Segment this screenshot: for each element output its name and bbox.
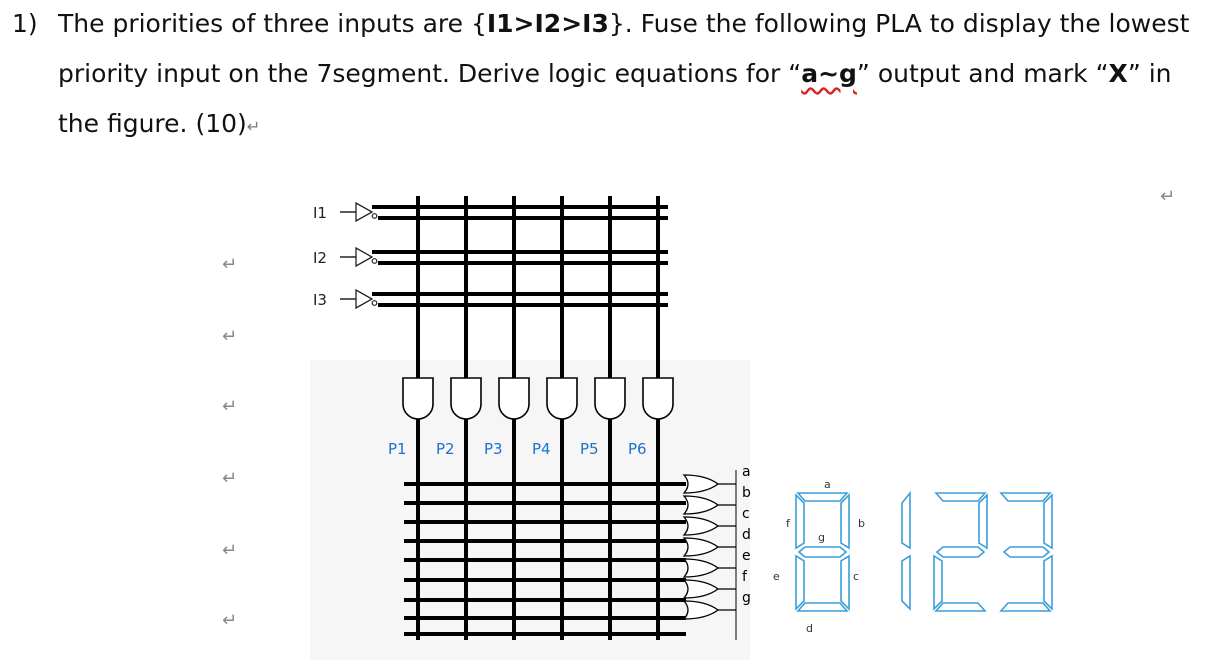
output-label-e: e xyxy=(742,548,751,564)
return-mark-icon: ↵ xyxy=(222,540,238,561)
segment-g xyxy=(797,546,848,558)
segment-c xyxy=(840,554,850,611)
or-gate-icon xyxy=(682,579,720,599)
segment-b xyxy=(840,493,850,550)
segment-d xyxy=(796,602,849,612)
output-label-b: b xyxy=(742,485,751,501)
question-line-1: The priorities of three inputs are {I1>I… xyxy=(58,9,1190,38)
input-label-i1: I1 xyxy=(313,204,327,222)
inverter-bubble-icon xyxy=(371,300,378,306)
figure-background xyxy=(310,360,750,660)
input-buffer-icon xyxy=(355,288,374,310)
segment-label-g: g xyxy=(818,531,825,544)
product-label-p3: P3 xyxy=(484,440,503,458)
product-label-p1: P1 xyxy=(388,440,407,458)
return-mark-icon: ↵ xyxy=(222,326,238,347)
question-number: 1) xyxy=(12,9,38,38)
inverter-bubble-icon xyxy=(371,213,378,219)
segment-e xyxy=(795,554,805,611)
segment-label-d: d xyxy=(806,622,813,635)
input-label-i3: I3 xyxy=(313,291,327,309)
segment-f xyxy=(795,493,805,550)
product-label-p4: P4 xyxy=(532,440,551,458)
segment-a xyxy=(796,492,849,502)
segment-label-c: c xyxy=(853,570,859,583)
input-buffer-icon xyxy=(355,201,374,223)
digit-3-lower-right xyxy=(1043,554,1053,611)
digit-3-upper-right xyxy=(1043,493,1053,550)
and-gate-icon xyxy=(642,377,674,420)
return-mark-icon: ↵ xyxy=(222,254,238,275)
question-line-2: priority input on the 7segment. Derive l… xyxy=(58,59,1172,88)
and-gate-icon xyxy=(546,377,578,420)
input-buffer-icon xyxy=(355,246,374,268)
or-gate-icon xyxy=(682,600,720,620)
or-gate-icon xyxy=(682,516,720,536)
digit-3-middle xyxy=(1002,546,1051,558)
question-line-3: the figure. (10)↵ xyxy=(58,109,261,138)
output-label-d: d xyxy=(742,527,751,543)
output-label-c: c xyxy=(742,506,750,522)
digit-2-bottom xyxy=(934,602,987,612)
output-label-g: g xyxy=(742,590,751,606)
product-label-p5: P5 xyxy=(580,440,599,458)
digit-2-lower-left xyxy=(933,554,943,611)
segment-label-b: b xyxy=(858,517,865,530)
segment-label-e: e xyxy=(773,570,780,583)
digit-1-lower xyxy=(901,554,911,611)
digit-1-upper xyxy=(901,490,911,550)
digit-2-middle xyxy=(935,546,986,558)
or-gate-icon xyxy=(682,474,720,494)
and-gate-icon xyxy=(594,377,626,420)
and-gate-icon xyxy=(402,377,434,420)
output-label-a: a xyxy=(742,464,751,480)
return-mark-icon: ↵ xyxy=(246,117,261,136)
and-gate-icon xyxy=(450,377,482,420)
or-gate-icon xyxy=(682,537,720,557)
segment-label-a: a xyxy=(824,478,831,491)
return-mark-icon: ↵ xyxy=(222,396,238,417)
input-label-i2: I2 xyxy=(313,249,327,267)
digit-2-top xyxy=(934,492,987,502)
inverter-bubble-icon xyxy=(371,258,378,264)
return-mark-icon: ↵ xyxy=(222,468,238,489)
return-mark-icon: ↵ xyxy=(222,610,238,631)
digit-2-upper-right xyxy=(978,493,988,550)
output-label-f: f xyxy=(742,569,748,585)
digit-3-top xyxy=(999,492,1052,502)
segment-label-f: f xyxy=(786,517,791,530)
or-gate-icon xyxy=(682,558,720,578)
or-gate-icon xyxy=(682,495,720,515)
and-gate-icon xyxy=(498,377,530,420)
product-label-p2: P2 xyxy=(436,440,455,458)
digit-3-bottom xyxy=(999,602,1052,612)
return-mark-icon: ↵ xyxy=(1160,186,1176,207)
product-label-p6: P6 xyxy=(628,440,647,458)
